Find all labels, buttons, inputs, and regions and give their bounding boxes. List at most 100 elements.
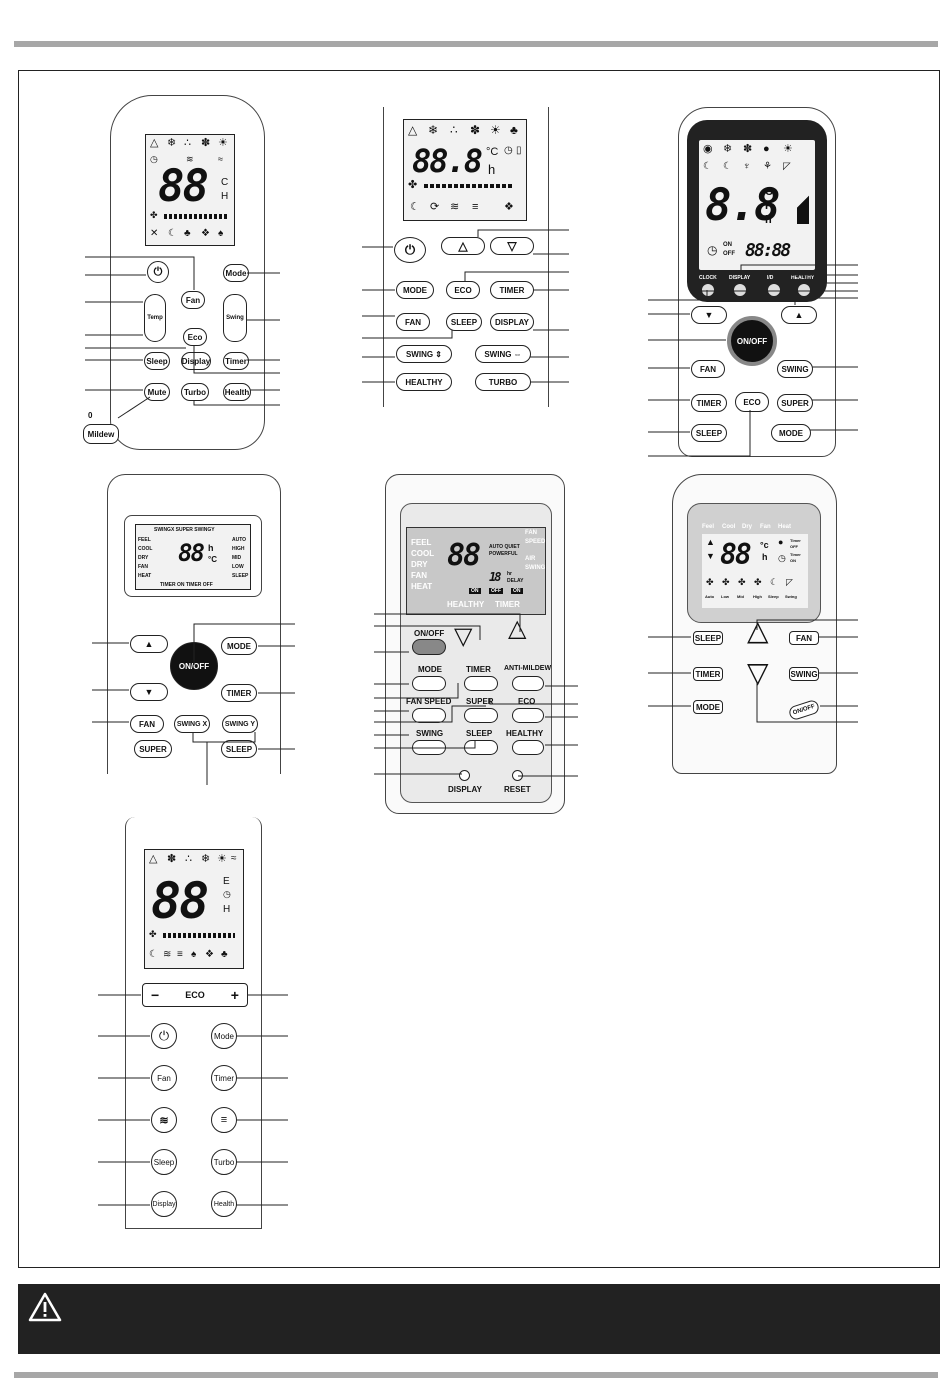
lcd-unit-f: F bbox=[765, 200, 772, 212]
remote-5-leaders bbox=[374, 613, 578, 777]
eco-rocker[interactable]: − ECO + bbox=[142, 983, 248, 1007]
mode-button[interactable]: MODE bbox=[396, 281, 434, 299]
antimildew-button[interactable] bbox=[512, 676, 544, 691]
swing-button[interactable]: SWING bbox=[777, 360, 813, 378]
down-arrow-icon: ▼ bbox=[704, 310, 714, 320]
fan-button[interactable]: FAN bbox=[130, 715, 164, 733]
lcd-low: Low bbox=[721, 594, 729, 599]
eco-minus[interactable]: − bbox=[151, 987, 160, 1003]
cool-icon: ❄ bbox=[167, 137, 177, 149]
super-button[interactable]: SUPER bbox=[777, 394, 813, 412]
timer-button[interactable]: Timer bbox=[223, 352, 249, 370]
clock-button[interactable] bbox=[701, 283, 715, 297]
eco-button[interactable]: ECO bbox=[446, 281, 480, 299]
display-button[interactable]: DISPLAY bbox=[490, 313, 534, 331]
fan-speed-icon: ✤ bbox=[408, 179, 418, 191]
healthy-label: HEALTHY bbox=[506, 729, 544, 738]
swing-horizontal-button[interactable]: SWING ⇔ bbox=[475, 345, 531, 363]
temp-up-button[interactable]: ▲ bbox=[781, 306, 817, 324]
swing-h-icon: ≡ bbox=[177, 949, 183, 960]
display-button[interactable]: Display bbox=[181, 352, 211, 370]
fan-button[interactable]: FAN bbox=[396, 313, 430, 331]
sleep-button[interactable]: SLEEP bbox=[691, 424, 727, 442]
lcd-fan: FAN bbox=[138, 564, 148, 570]
mode-button[interactable]: Mode bbox=[211, 1023, 237, 1049]
fan-button[interactable]: FAN bbox=[691, 360, 725, 378]
sleep-button[interactable]: Sleep bbox=[151, 1149, 177, 1175]
swingy-button[interactable]: SWING Y bbox=[222, 715, 258, 733]
lcd-small-digits: 18 bbox=[489, 570, 502, 584]
super-button[interactable] bbox=[464, 708, 498, 723]
timer-button[interactable]: TIMER bbox=[221, 684, 257, 702]
power-button[interactable]: ⏻ bbox=[394, 237, 426, 263]
healthy-button[interactable] bbox=[512, 740, 544, 755]
swing-rocker[interactable]: Swing bbox=[223, 294, 247, 342]
temp-rocker[interactable]: Temp bbox=[144, 294, 166, 342]
eco-button[interactable]: Eco bbox=[183, 328, 207, 346]
temp-down-triangle-icon[interactable]: ▽ bbox=[454, 623, 473, 650]
eco-button[interactable] bbox=[512, 708, 544, 723]
power-button[interactable]: ⏻ bbox=[147, 261, 169, 283]
temp-down-triangle-icon[interactable]: ▽ bbox=[747, 657, 769, 688]
temp-up-triangle-icon[interactable]: △ bbox=[508, 615, 527, 642]
eco-plus[interactable]: + bbox=[230, 987, 239, 1003]
remote-1-lcd: △ ❄ ∴ ✽ ☀ ◷ ≋ ≈ 88 C H ✤ ✕ ☾ ♣ ❖ ♠ bbox=[145, 134, 235, 246]
fan-button[interactable]: Fan bbox=[151, 1065, 177, 1091]
mode-button[interactable]: MODE bbox=[771, 424, 811, 442]
swingx-button[interactable]: SWING X bbox=[174, 715, 210, 733]
fan-button[interactable]: Fan bbox=[181, 291, 205, 309]
clock-icon: ◷ bbox=[707, 243, 718, 257]
dry-icon: ∴ bbox=[184, 137, 191, 149]
healthy-button[interactable] bbox=[797, 283, 811, 297]
timer-button[interactable]: Timer bbox=[211, 1065, 237, 1091]
turbo-button[interactable]: Turbo bbox=[181, 383, 209, 401]
swing-vertical-button[interactable]: SWING ⇕ bbox=[396, 345, 452, 363]
sleep-button[interactable]: SLEEP bbox=[221, 740, 257, 758]
eco-label: ECO bbox=[518, 697, 536, 706]
remote-7-leaders bbox=[98, 994, 288, 1206]
power-button[interactable]: ⏻ bbox=[151, 1023, 177, 1049]
temp-up-button[interactable]: ▲ bbox=[130, 635, 168, 653]
health-button[interactable]: Health bbox=[223, 383, 251, 401]
eco-leaf-icon: ♣ bbox=[510, 123, 518, 137]
display-button[interactable]: Display bbox=[151, 1191, 177, 1217]
timer-button[interactable] bbox=[464, 676, 498, 691]
health-button[interactable]: Health bbox=[211, 1191, 237, 1217]
lcd-low: LOW bbox=[232, 564, 244, 570]
sleep-button[interactable]: Sleep bbox=[144, 352, 170, 370]
cool-icon: ❄ bbox=[428, 123, 439, 137]
mildew-button[interactable]: Mildew bbox=[83, 424, 119, 444]
eco-button[interactable]: ECO bbox=[735, 392, 769, 412]
swing-v-button[interactable]: ≋ bbox=[151, 1107, 177, 1133]
fan-speed-icon: ✤ bbox=[149, 929, 157, 939]
remote-6-leaders bbox=[648, 619, 858, 723]
onoff-button[interactable] bbox=[412, 639, 446, 655]
remote-1-leaders bbox=[85, 256, 280, 419]
fan-button[interactable]: FAN bbox=[789, 631, 819, 645]
sleep-icon: ☾ bbox=[703, 161, 712, 172]
power-icon: ⏻ bbox=[404, 242, 416, 257]
temp-down-button[interactable]: ▼ bbox=[691, 306, 727, 324]
mode-button[interactable] bbox=[412, 676, 446, 691]
onoff-button[interactable]: ON/OFF bbox=[727, 316, 777, 366]
display-button[interactable] bbox=[733, 283, 747, 297]
sleep-button[interactable]: SLEEP bbox=[446, 313, 482, 331]
mode-button[interactable]: MODE bbox=[221, 637, 257, 655]
healthy-button[interactable]: HEALTHY bbox=[396, 373, 452, 391]
sleep-button[interactable]: SLEEP bbox=[693, 631, 723, 645]
timer-button[interactable]: TIMER bbox=[691, 394, 727, 412]
super-button[interactable]: SUPER bbox=[134, 740, 172, 758]
lcd-on: ON bbox=[469, 588, 481, 594]
temp-up-button[interactable]: △ bbox=[441, 237, 485, 255]
temp-down-button[interactable]: ▽ bbox=[490, 237, 534, 255]
timer-icon: ◷ bbox=[150, 154, 158, 164]
mode-button[interactable]: MODE bbox=[693, 700, 723, 714]
id-button[interactable] bbox=[767, 283, 781, 297]
swing-button[interactable]: SWING bbox=[789, 667, 819, 681]
timer-button[interactable]: TIMER bbox=[693, 667, 723, 681]
temp-up-triangle-icon[interactable]: △ bbox=[747, 615, 769, 646]
mute-button[interactable]: Mute bbox=[144, 383, 170, 401]
fan-icon: ✽ bbox=[201, 137, 211, 149]
temp-down-button[interactable]: ▼ bbox=[130, 683, 168, 701]
display-button[interactable] bbox=[459, 770, 470, 781]
